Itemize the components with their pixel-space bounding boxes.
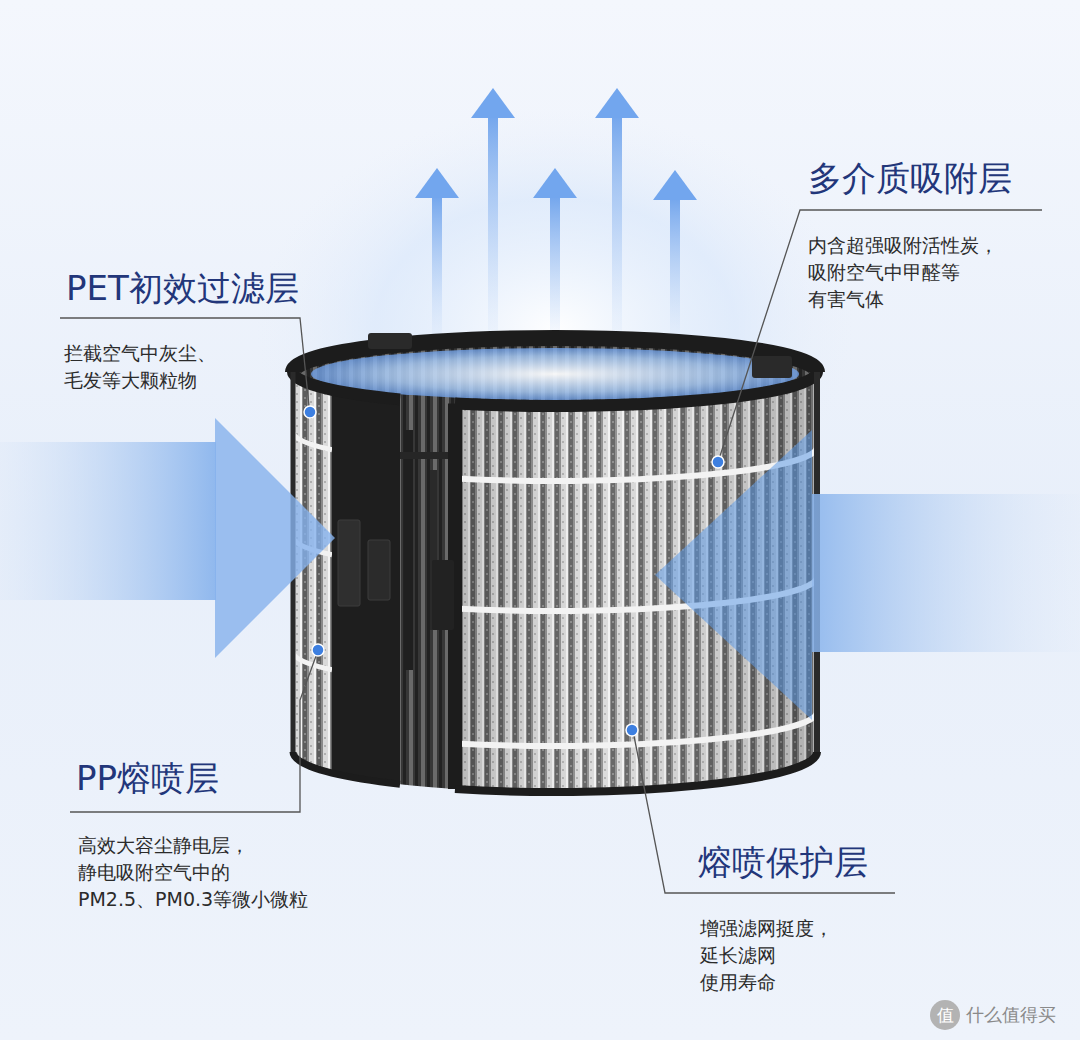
watermark-text: 什么值得买	[966, 1003, 1056, 1027]
watermark-badge	[930, 1000, 960, 1030]
airflow-side-arrows	[0, 418, 1080, 720]
callout-text: 内含超强吸附活性炭， 吸附空气中甲醛等 有害气体	[808, 232, 1000, 313]
airflow-up-arrows	[415, 88, 697, 346]
callout-dots	[304, 406, 724, 736]
callout-text: 高效大容尘静电层， 静电吸附空气中的 PM2.5、PM0.3等微小微粒	[78, 832, 311, 913]
filter-cylinder	[293, 333, 817, 792]
callout-text: 增强滤网挺度， 延长滤网 使用寿命	[700, 915, 835, 996]
leader-lines	[60, 210, 1042, 893]
callout-heading: PET初效过滤层	[66, 268, 299, 308]
callout-text: 拦截空气中灰尘、 毛发等大颗粒物	[64, 340, 218, 394]
callout-heading: 多介质吸附层	[808, 158, 1012, 198]
callout-heading: 熔喷保护层	[698, 842, 868, 882]
watermark-logo: 值	[930, 1003, 960, 1027]
callout-heading: PP熔喷层	[76, 758, 219, 798]
